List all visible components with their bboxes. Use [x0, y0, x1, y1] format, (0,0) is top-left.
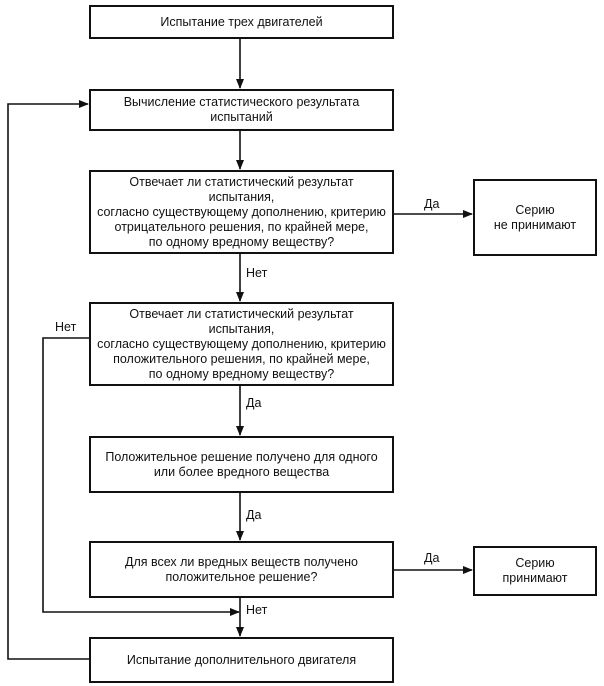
- box-test-additional-engine: Испытание дополнительного двигателя: [89, 637, 394, 683]
- box-text: Серию принимают: [502, 556, 568, 585]
- box-text: Отвечает ли статистический результат исп…: [97, 306, 386, 381]
- box-text: Серию не принимают: [493, 202, 577, 232]
- box-positive-criterion-question: Отвечает ли статистический результат исп…: [89, 302, 394, 386]
- label-no-positive: Нет: [55, 320, 77, 334]
- label-no-negative: Нет: [246, 266, 268, 280]
- box-text: Испытание трех двигателей: [160, 14, 323, 29]
- label-yes-positive: Да: [246, 396, 262, 410]
- box-text: Положительное решение получено для одног…: [105, 449, 378, 479]
- box-series-accepted: Серию принимают: [473, 546, 597, 596]
- box-text: Испытание дополнительного двигателя: [126, 652, 357, 667]
- box-text: Вычисление статистического результата ис…: [123, 95, 360, 124]
- box-text: Отвечает ли статистический результат исп…: [97, 174, 386, 249]
- box-text: Для всех ли вредных веществ получено пол…: [124, 554, 359, 584]
- arrow-additional-loop-to-compute: [7, 100, 89, 660]
- box-negative-criterion-question: Отвечает ли статистический результат исп…: [89, 170, 394, 254]
- box-compute-statistic: Вычисление статистического результата ис…: [89, 89, 394, 131]
- label-yes-all: Да: [424, 551, 440, 565]
- label-yes-negative: Да: [424, 197, 440, 211]
- box-test-three-engines: Испытание трех двигателей: [89, 5, 394, 39]
- box-positive-decision-obtained: Положительное решение получено для одног…: [89, 436, 394, 493]
- arrow-positive-no-to-additional: [42, 337, 240, 616]
- label-no-all: Нет: [246, 603, 268, 617]
- box-series-rejected: Серию не принимают: [473, 179, 597, 256]
- box-all-substances-question: Для всех ли вредных веществ получено пол…: [89, 541, 394, 598]
- label-yes-obtained: Да: [246, 508, 262, 522]
